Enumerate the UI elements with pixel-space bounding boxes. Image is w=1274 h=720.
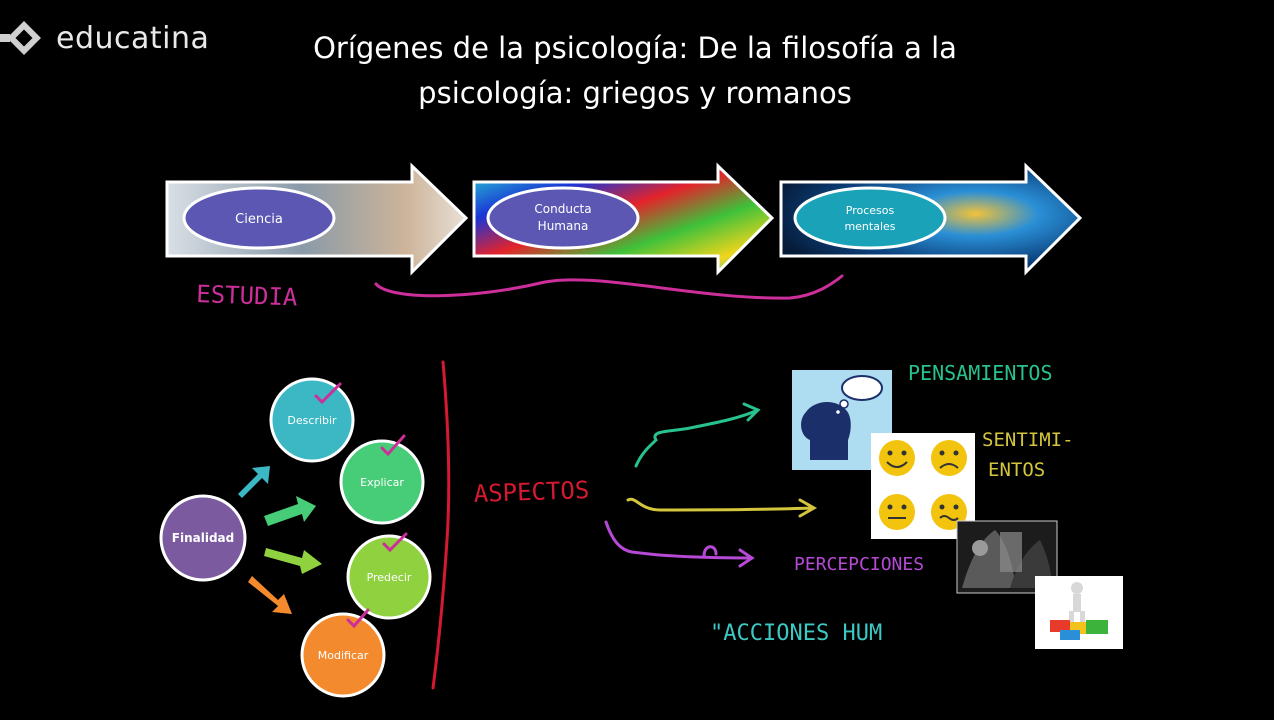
arrow-label-procesos: Procesos bbox=[846, 204, 895, 217]
annotation-sentimientos-2: ENTOS bbox=[988, 459, 1045, 481]
ellipse-procesos bbox=[793, 186, 947, 250]
node-explicar bbox=[339, 439, 425, 525]
educatina-logo-icon bbox=[0, 21, 41, 55]
arrow-label-mentales: mentales bbox=[844, 220, 895, 233]
node-label-finalidad: Finalidad bbox=[172, 531, 234, 545]
estudia-brace bbox=[374, 274, 844, 300]
check-describir bbox=[314, 382, 342, 405]
check-modificar bbox=[346, 608, 370, 629]
node-describir bbox=[269, 377, 355, 463]
ellipse-ciencia bbox=[182, 186, 336, 250]
annotation-pensamientos: PENSAMIENTOS bbox=[908, 361, 1053, 385]
node-label-explicar: Explicar bbox=[360, 476, 404, 489]
arrow-to-sentimientos bbox=[626, 497, 814, 512]
annotation-percepciones: PERCEPCIONES bbox=[794, 554, 924, 575]
divider-line bbox=[431, 360, 451, 690]
educatina-logo: educatina bbox=[0, 14, 209, 62]
arrow-label-ciencia: Ciencia bbox=[235, 212, 283, 227]
node-label-describir: Describir bbox=[287, 414, 337, 427]
arrow-to-percepciones bbox=[604, 520, 754, 560]
node-label-predecir: Predecir bbox=[367, 571, 412, 584]
check-predecir bbox=[382, 532, 408, 553]
annotation-sentimientos-1: SENTIMI- bbox=[982, 429, 1074, 451]
node-predecir bbox=[346, 534, 432, 620]
brand-name: educatina bbox=[56, 20, 210, 56]
finalidad-cycle: Finalidad Describir Explicar Predecir Mo… bbox=[159, 377, 432, 698]
node-finalidad bbox=[159, 494, 247, 582]
arrow-conducta-humana: Conducta Humana bbox=[472, 162, 775, 276]
annotation-aspectos: ASPECTOS bbox=[473, 476, 590, 508]
slide-title: Orígenes de la psicología: De la filosof… bbox=[313, 31, 957, 110]
arrow-label-conducta: Conducta bbox=[534, 202, 591, 216]
puzzle-figure-icon bbox=[1035, 576, 1123, 649]
arrow-label-humana: Humana bbox=[538, 219, 589, 233]
cycle-arrow-predecir bbox=[264, 548, 322, 574]
arrow-ciencia: Ciencia bbox=[165, 162, 469, 276]
cycle-arrow-describir bbox=[238, 466, 270, 498]
cycle-arrow-modificar bbox=[248, 576, 292, 614]
node-label-modificar: Modificar bbox=[318, 649, 369, 662]
node-modificar bbox=[300, 612, 386, 698]
ellipse-conducta bbox=[486, 186, 640, 250]
arrow-procesos-mentales: Procesos mentales bbox=[779, 162, 1083, 276]
check-explicar bbox=[380, 434, 406, 457]
annotation-estudia: ESTUDIA bbox=[196, 280, 299, 312]
annotation-acciones: "ACCIONES HUM bbox=[710, 621, 882, 646]
cycle-arrow-explicar bbox=[264, 496, 316, 526]
arrow-to-pensamientos bbox=[634, 408, 760, 468]
